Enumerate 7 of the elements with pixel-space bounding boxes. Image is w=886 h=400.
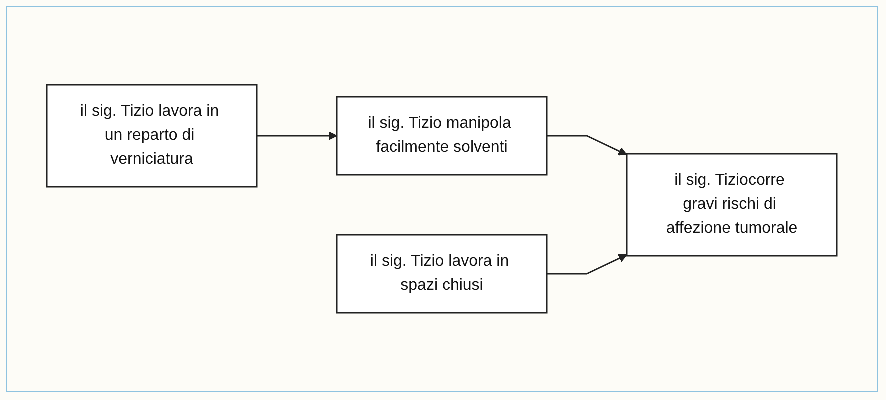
node-box: il sig. Tizio manipola facilmente solventi [336,96,548,176]
arrow [257,132,338,140]
arrow [547,135,628,156]
node-box: il sig. Tizio lavora in un reparto di verniciatura [46,84,258,188]
arrow [547,254,628,275]
node-box: il sig. Tizio lavora in spazi chiusi [336,234,548,314]
node-box: il sig. Tiziocorre gravi rischi di affezione tumorale [626,153,838,257]
